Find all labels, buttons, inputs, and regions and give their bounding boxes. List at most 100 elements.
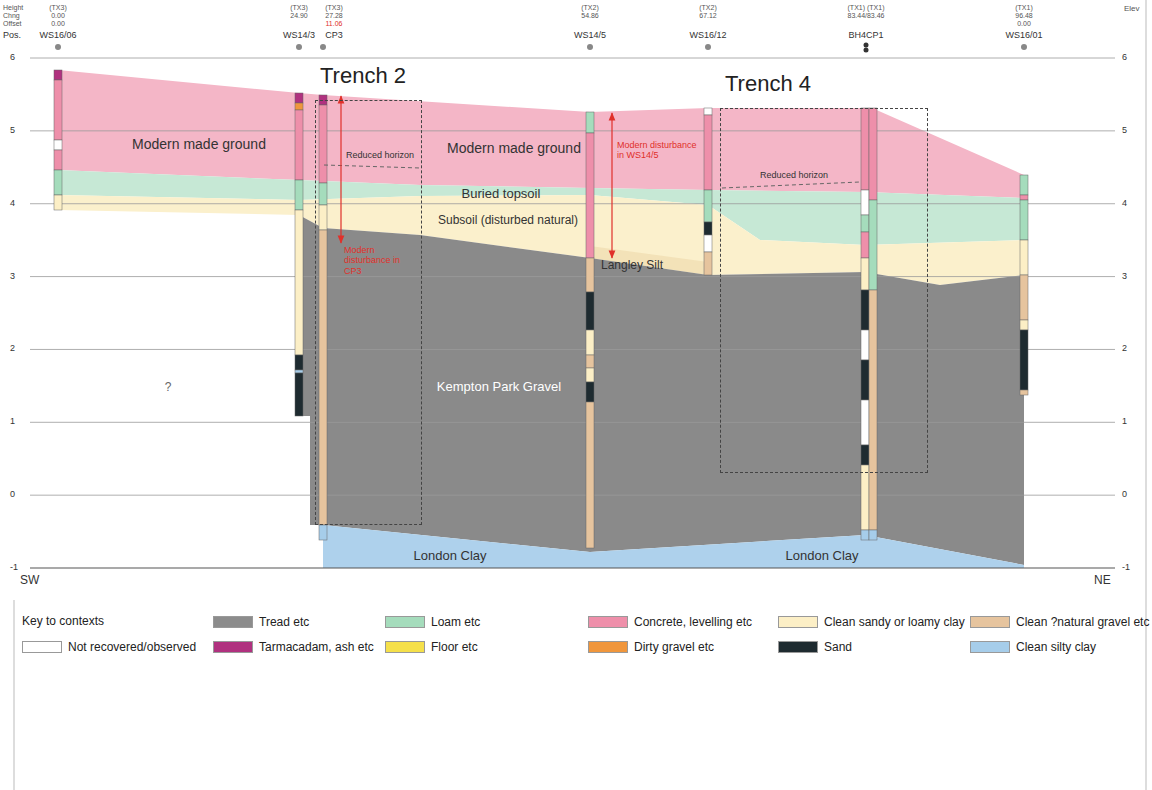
legend-text: Dirty gravel etc — [634, 640, 714, 654]
diagram-label: 67.12 — [699, 12, 717, 20]
diagram-label: 6 — [1122, 52, 1127, 62]
legend-swatch — [778, 641, 818, 653]
log-segment — [861, 360, 869, 400]
log-segment — [861, 330, 869, 360]
log-segment — [861, 215, 869, 232]
log-segment — [586, 133, 594, 258]
frame-line — [14, 600, 15, 790]
log-segment — [704, 252, 712, 275]
diagram-label: 1 — [1122, 416, 1127, 426]
diagram-label: 11.06 — [326, 20, 343, 28]
log-segment — [586, 258, 594, 292]
diagram-label: 0 — [1122, 489, 1127, 499]
log-segment — [295, 93, 303, 103]
diagram-label: Reduced horizon — [760, 170, 828, 180]
log-segment — [869, 290, 877, 530]
diagram-label: Subsoil (disturbed natural) — [438, 214, 578, 228]
legend-item: Clean sandy or loamy clay — [778, 615, 965, 629]
legend-swatch — [22, 641, 62, 653]
diagram-label: 5 — [10, 125, 15, 135]
legend-text: Floor etc — [431, 640, 478, 654]
position-dot — [864, 43, 869, 48]
legend-swatch — [385, 616, 425, 628]
log-segment — [1020, 320, 1028, 330]
log-segment — [1020, 275, 1028, 320]
log-segment — [295, 103, 303, 110]
diagram-label: Langley Silt — [601, 259, 663, 273]
diagram-label: NE — [1094, 574, 1111, 588]
diagram-label: 3 — [1122, 271, 1127, 281]
diagram-label: (TX1) (TX1) — [848, 4, 885, 12]
diagram-label: WS16/12 — [689, 30, 726, 40]
strata — [14, 0, 1146, 790]
legend-item: Sand — [778, 640, 852, 654]
diagram-label: (TX1) — [1015, 4, 1033, 12]
trench-title: Trench 2 — [320, 63, 406, 89]
diagram-label: WS16/06 — [39, 30, 76, 40]
diagram-label: -1 — [10, 562, 18, 572]
legend-text: Tread etc — [259, 615, 309, 629]
diagram-label: -1 — [1122, 562, 1130, 572]
diagram-label: 83.44/83.46 — [848, 12, 885, 20]
diagram-label: WS14/3 — [283, 30, 315, 40]
elevation-line — [30, 349, 1115, 350]
diagram-label: 96.48 — [1015, 12, 1033, 20]
log-segment — [861, 108, 869, 190]
legend-text: Tarmacadam, ash etc — [259, 640, 374, 654]
diagram-label: 0.00 — [1017, 20, 1031, 28]
log-segment — [54, 170, 62, 195]
trench-title: Trench 4 — [725, 71, 811, 97]
log-segment — [1020, 390, 1028, 395]
legend-swatch — [213, 641, 253, 653]
log-segment — [319, 183, 327, 205]
legend-item: Loam etc — [385, 615, 480, 629]
diagram-label: SW — [20, 574, 39, 588]
legend-text: Concrete, levelling etc — [634, 615, 752, 629]
log-segment — [586, 292, 594, 330]
diagram-label: London Clay — [786, 549, 859, 564]
log-segment — [295, 110, 303, 180]
log-segment — [861, 290, 869, 330]
borehole-log — [704, 108, 712, 275]
diagram-label: 0.00 — [51, 12, 65, 20]
borehole-log — [861, 108, 869, 540]
legend-text: Sand — [824, 640, 852, 654]
diagram-label: Modern disturbance in CP3 — [344, 245, 406, 276]
position-dot — [864, 48, 869, 53]
log-segment — [869, 530, 877, 540]
position-dot — [296, 44, 302, 50]
legend-swatch — [778, 616, 818, 628]
reduced-horizon-line — [324, 165, 420, 168]
disturbance-arrow — [340, 96, 341, 243]
log-segment — [54, 70, 62, 80]
diagram-label: Key to contexts — [22, 615, 104, 629]
log-segment — [319, 525, 327, 540]
legend-item: Tarmacadam, ash etc — [213, 640, 374, 654]
legend-swatch — [588, 641, 628, 653]
log-segment — [704, 222, 712, 235]
elevation-line — [30, 58, 1115, 59]
diagram-label: BH4CP1 — [848, 30, 883, 40]
log-segment — [1020, 195, 1028, 200]
borehole-log — [295, 93, 303, 416]
borehole-log — [586, 112, 594, 548]
log-segment — [869, 200, 877, 290]
disturbance-arrow — [611, 113, 612, 258]
diagram-label: 2 — [1122, 343, 1127, 353]
trench-outline: Trench 2 — [315, 100, 422, 525]
diagram-label: WS14/5 — [574, 30, 606, 40]
gravel-band — [299, 215, 1024, 565]
position-dot — [587, 44, 593, 50]
elevation-line — [30, 276, 1115, 277]
borehole-log — [319, 95, 327, 540]
legend-text: Loam etc — [431, 615, 480, 629]
log-segment — [1020, 175, 1028, 195]
diagram-label: 3 — [10, 271, 15, 281]
elevation-line — [30, 203, 1115, 204]
log-segment — [586, 402, 594, 548]
log-segment — [295, 210, 303, 355]
legend-text: Clean sandy or loamy clay — [824, 615, 965, 629]
elevation-line — [30, 495, 1115, 496]
diagram-label: Modern made ground — [132, 136, 266, 152]
reduced-horizon-line — [722, 182, 860, 188]
